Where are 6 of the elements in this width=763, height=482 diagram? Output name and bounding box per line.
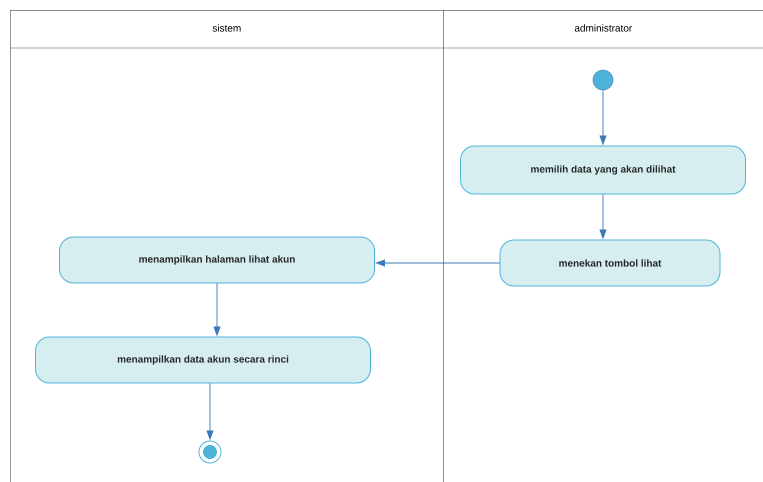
action-box: menampilkan data akun secara rinci: [35, 336, 371, 384]
end-circle: [198, 440, 222, 464]
action-box: menekan tombol lihat: [500, 240, 720, 286]
start-circle: [592, 70, 614, 90]
action-box: menampilkan halaman lihat akun: [59, 236, 375, 284]
action-box: memilih data yang akan dilihat: [460, 146, 746, 194]
